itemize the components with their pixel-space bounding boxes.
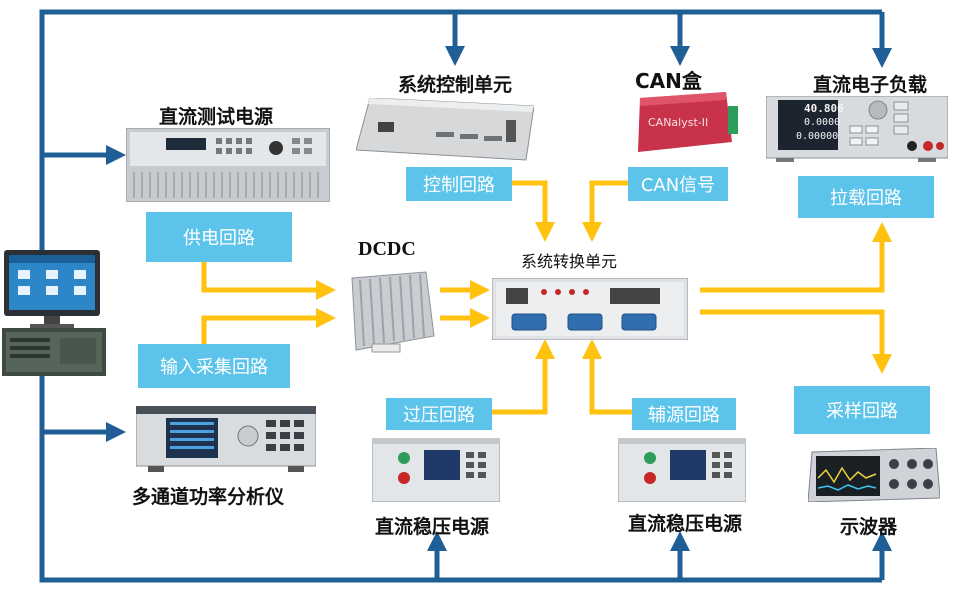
blue-control-lines bbox=[39, 9, 892, 583]
label-system-control: 系统控制单元 bbox=[398, 74, 513, 96]
dcdc-module bbox=[342, 270, 438, 356]
system-control-unit bbox=[355, 97, 535, 164]
tag-overvoltage: 过压回路 bbox=[386, 398, 492, 430]
dc-regulated-supply-1 bbox=[371, 437, 501, 503]
can-box-icon bbox=[638, 92, 738, 152]
system-conversion-unit bbox=[491, 277, 689, 341]
dcdc-heatsink-icon bbox=[351, 271, 435, 353]
conversion-unit-icon bbox=[491, 277, 689, 341]
load-reading-1: 40.806 bbox=[804, 102, 844, 115]
label-dc-regulated-1: 直流稳压电源 bbox=[375, 516, 490, 538]
tag-load-loop: 拉载回路 bbox=[798, 176, 934, 218]
oscilloscope-icon bbox=[807, 447, 941, 503]
label-oscilloscope: 示波器 bbox=[840, 516, 898, 538]
industrial-computer bbox=[0, 248, 108, 378]
power-supply-icon bbox=[125, 127, 331, 203]
tag-aux-source: 辅源回路 bbox=[632, 398, 736, 430]
label-dc-test-power: 直流测试电源 bbox=[159, 106, 274, 128]
control-unit-icon bbox=[355, 97, 535, 161]
dc-regulated-supply-2 bbox=[617, 437, 747, 503]
label-can-box: CAN盒 bbox=[635, 69, 702, 93]
multi-channel-power-analyzer bbox=[135, 405, 317, 472]
yellow-signal-lines bbox=[201, 180, 892, 415]
tag-input-collect: 输入采集回路 bbox=[138, 344, 290, 388]
tag-control-loop: 控制回路 bbox=[406, 167, 512, 201]
tag-sampling: 采样回路 bbox=[794, 386, 930, 434]
label-dc-load: 直流电子负载 bbox=[813, 74, 928, 96]
tag-can-signal: CAN信号 bbox=[628, 167, 728, 201]
load-reading-3: 0.00000 bbox=[796, 131, 839, 142]
computer-icon bbox=[2, 250, 106, 376]
label-dc-regulated-2: 直流稳压电源 bbox=[628, 513, 743, 535]
label-conversion-unit: 系统转换单元 bbox=[521, 252, 618, 271]
power-analyzer-icon bbox=[135, 405, 317, 472]
label-power-analyzer: 多通道功率分析仪 bbox=[132, 486, 285, 508]
load-reading-2: 0.0000 bbox=[804, 117, 841, 128]
can-model-text: CANalyst-II bbox=[648, 116, 709, 129]
tag-supply-loop: 供电回路 bbox=[146, 212, 292, 262]
can-box-device: CANalyst-II bbox=[634, 92, 738, 154]
dc-electronic-load: 40.806 0.0000 0.00000 bbox=[765, 95, 949, 162]
regulated-supply-icon-2 bbox=[617, 437, 747, 503]
dc-test-power-supply bbox=[125, 127, 331, 203]
oscilloscope-device bbox=[807, 447, 941, 503]
label-dcdc: DCDC bbox=[358, 238, 416, 260]
electronic-load-icon bbox=[765, 95, 949, 162]
regulated-supply-icon-1 bbox=[371, 437, 501, 503]
